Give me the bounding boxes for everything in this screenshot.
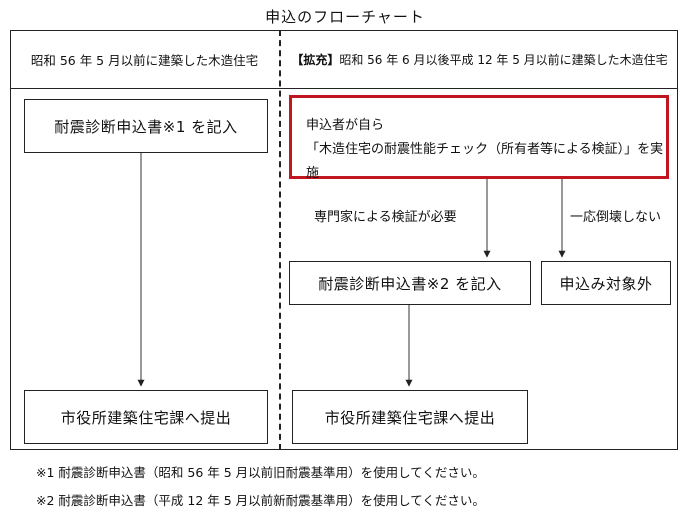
self-check-line2: 「木造住宅の耐震性能チェック（所有者等による検証）」を実施 — [306, 142, 664, 181]
right-submit-box: 市役所建築住宅課へ提出 — [292, 390, 528, 444]
column-divider — [279, 30, 281, 450]
right-header-text: 昭和 56 年 6 月以後平成 12 年 5 月以前に建築した木造住宅 — [339, 52, 668, 67]
footnote-2: ※2 耐震診断申込書（平成 12 年 5 月以前新耐震基準用）を使用してください… — [36, 493, 485, 508]
branch-expert-label: 専門家による検証が必要 — [314, 210, 457, 225]
left-submit-label: 市役所建築住宅課へ提出 — [60, 408, 232, 427]
right-submit-label: 市役所建築住宅課へ提出 — [324, 408, 496, 427]
right-column-header: 【拡充】昭和 56 年 6 月以後平成 12 年 5 月以前に建築した木造住宅 — [281, 30, 678, 88]
expansion-tag: 【拡充】 — [291, 52, 340, 67]
footnote-1: ※1 耐震診断申込書（昭和 56 年 5 月以前旧耐震基準用）を使用してください… — [36, 465, 485, 480]
left-submit-box: 市役所建築住宅課へ提出 — [24, 390, 268, 444]
flowchart-frame — [10, 30, 678, 450]
left-form-label: 耐震診断申込書※1 を記入 — [54, 117, 238, 136]
left-form-box: 耐震診断申込書※1 を記入 — [24, 99, 268, 153]
right-form-box: 耐震診断申込書※2 を記入 — [289, 261, 531, 305]
self-check-box: 申込者が自ら 「木造住宅の耐震性能チェック（所有者等による検証）」を実施 — [289, 95, 669, 181]
right-form-label: 耐震診断申込書※2 を記入 — [318, 274, 502, 293]
header-divider — [10, 88, 678, 89]
out-of-scope-box: 申込み対象外 — [541, 261, 671, 305]
out-of-scope-label: 申込み対象外 — [559, 274, 653, 293]
page-title: 申込のフローチャート — [265, 8, 425, 26]
left-column-header: 昭和 56 年 5 月以前に建築した木造住宅 — [30, 52, 259, 68]
branch-ok-label: 一応倒壊しない — [570, 210, 662, 225]
self-check-line1: 申込者が自ら — [306, 118, 385, 133]
